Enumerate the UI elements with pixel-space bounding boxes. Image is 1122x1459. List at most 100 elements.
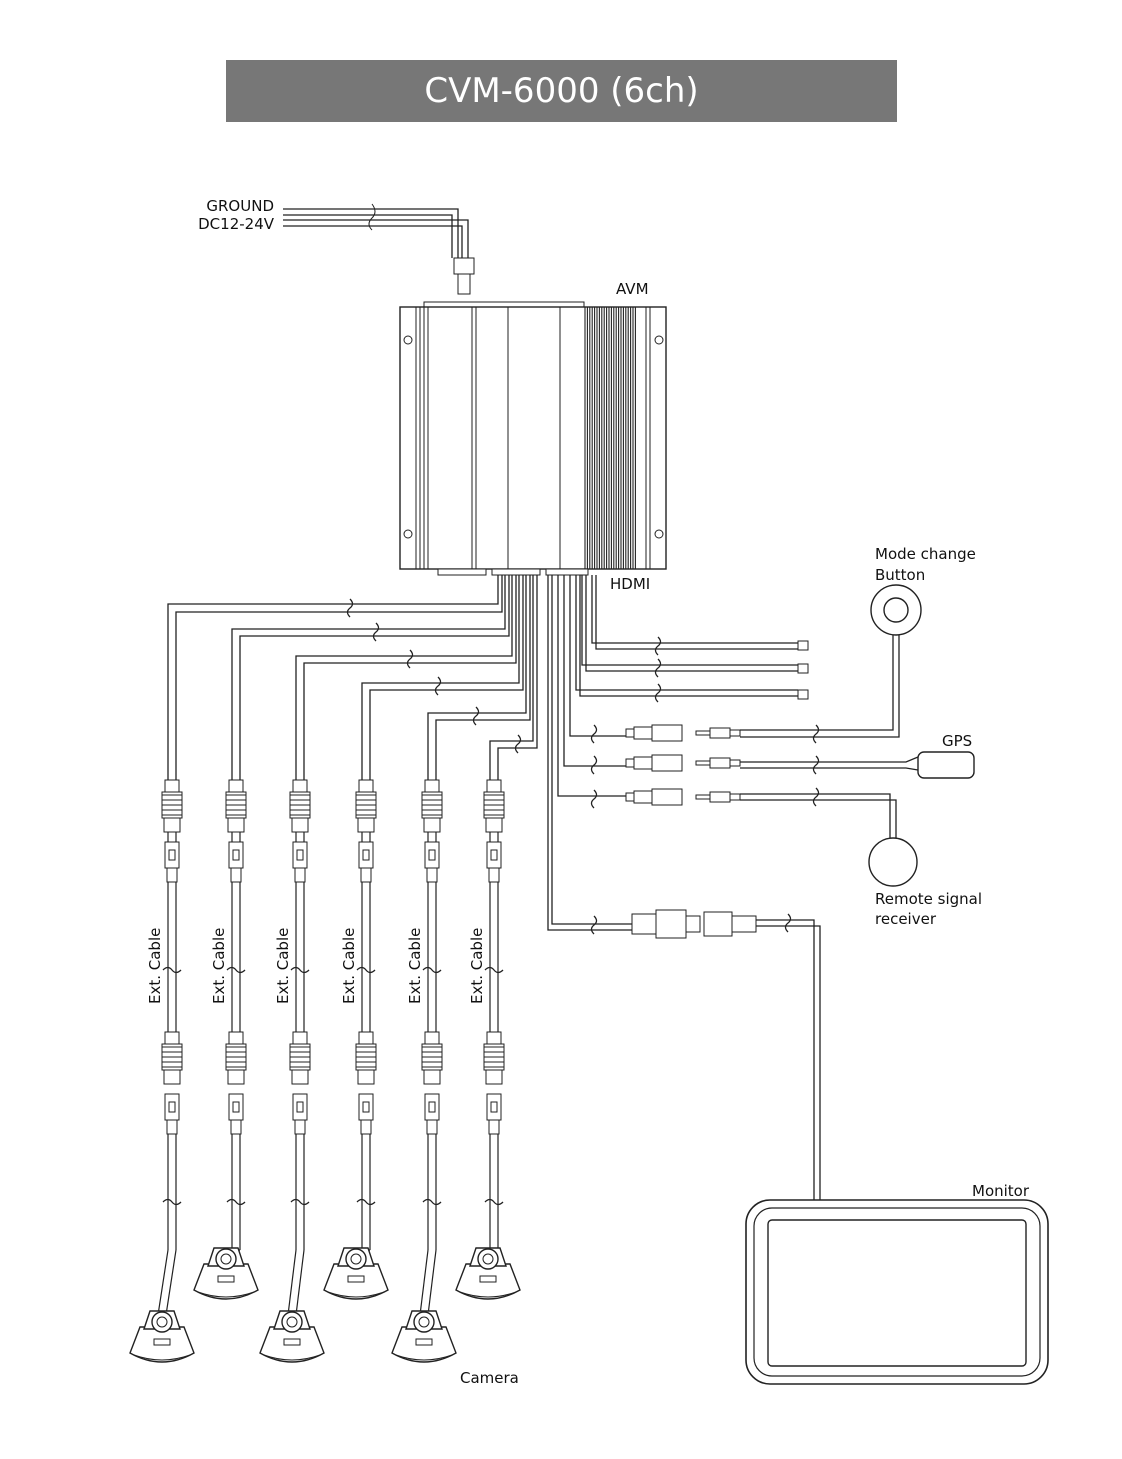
plug-pair — [625, 788, 741, 806]
camera-base — [323, 1263, 389, 1300]
break-mark — [422, 1198, 442, 1206]
connector-nut — [423, 817, 441, 833]
camera-lens-inner — [220, 1253, 232, 1265]
socket-pin — [168, 1101, 176, 1113]
ext-cable-label: Ext. Cable — [468, 928, 486, 1004]
break-mark — [434, 676, 442, 696]
break-mark — [654, 658, 662, 678]
break-mark — [290, 1198, 310, 1206]
break-mark — [406, 649, 414, 669]
remote-receiver — [740, 793, 918, 887]
cameras — [129, 1247, 521, 1363]
mode-change-label-2: Button — [875, 566, 925, 584]
camera — [391, 1249, 457, 1363]
socket-body — [358, 1093, 374, 1121]
camera — [129, 1249, 195, 1363]
camera-cable — [427, 1249, 437, 1316]
camera-lens-inner — [482, 1253, 494, 1265]
connector-collar — [164, 779, 180, 793]
socket-tail — [426, 1119, 438, 1135]
monitor — [745, 1199, 1049, 1385]
camera-cable — [419, 1249, 429, 1316]
dc-label: DC12-24V — [198, 215, 275, 233]
socket-tail — [230, 1119, 242, 1135]
connector-nut — [357, 817, 375, 833]
socket-body — [228, 841, 244, 869]
jack-plug — [709, 727, 731, 739]
ext-cable-label: Ext. Cable — [210, 928, 228, 1004]
camera-cable — [295, 1249, 305, 1316]
connector-collar — [228, 779, 244, 793]
connector-collar — [424, 1031, 440, 1045]
socket-pin — [362, 849, 370, 861]
break-mark — [484, 966, 504, 974]
jack-strain — [729, 729, 741, 737]
camera-base-rim — [395, 1354, 453, 1361]
jack-strain — [729, 759, 741, 767]
socket-body — [164, 841, 180, 869]
break-mark — [356, 966, 376, 974]
plug-pair — [625, 754, 741, 772]
socket-pin — [296, 1101, 304, 1113]
connector-collar — [424, 779, 440, 793]
connector-collar — [228, 1031, 244, 1045]
break-mark — [654, 636, 662, 656]
jack-body — [651, 788, 683, 806]
camera-base-rim — [197, 1291, 255, 1298]
plug-body — [633, 756, 653, 770]
camera-mount-tab — [479, 1275, 497, 1283]
socket-body — [228, 1093, 244, 1121]
connector-nut — [227, 1069, 245, 1085]
socket-tail — [294, 1119, 306, 1135]
break-mark — [162, 1198, 182, 1206]
break-mark — [590, 789, 598, 809]
camera-column — [225, 779, 247, 1250]
jack-strain — [729, 793, 741, 801]
camera — [193, 1247, 259, 1300]
jack-tip — [695, 730, 711, 736]
camera-lens-inner — [156, 1316, 168, 1328]
connector-collar — [358, 779, 374, 793]
page-title: CVM-6000 (6ch) — [424, 71, 699, 111]
jack-plug — [709, 791, 731, 803]
camera-base — [259, 1326, 325, 1363]
socket-tail — [230, 867, 242, 883]
connector-nut — [227, 817, 245, 833]
socket-pin — [428, 849, 436, 861]
connector-nut — [291, 1069, 309, 1085]
camera-mount-tab — [347, 1275, 365, 1283]
camera-mount-tab — [283, 1338, 301, 1346]
break-mark — [226, 1198, 246, 1206]
socket-pin — [428, 1101, 436, 1113]
camera-base-rim — [327, 1291, 385, 1298]
connector-nut — [485, 817, 503, 833]
connector-collar — [164, 1031, 180, 1045]
camera-lens-inner — [286, 1316, 298, 1328]
ground-label: GROUND — [206, 197, 274, 215]
connector-collar — [292, 779, 308, 793]
break-mark — [590, 915, 598, 935]
break-mark — [372, 622, 380, 642]
break-mark — [654, 683, 662, 703]
break-mark — [784, 913, 792, 933]
camera-base — [129, 1326, 195, 1363]
ext-cable-label: Ext. Cable — [274, 928, 292, 1004]
socket-body — [486, 1093, 502, 1121]
connector-collar — [358, 1031, 374, 1045]
camera-base — [193, 1263, 259, 1300]
break-mark — [514, 734, 522, 754]
camera-base-rim — [459, 1291, 517, 1298]
socket-tail — [360, 1119, 372, 1135]
connector-nut — [291, 817, 309, 833]
camera-columns — [161, 779, 505, 1250]
camera-base-rim — [133, 1354, 191, 1361]
socket-tail — [166, 867, 178, 883]
monitor-cable — [631, 909, 821, 1200]
socket-body — [292, 841, 308, 869]
jack-tip — [695, 760, 711, 766]
camera-cable-routes — [167, 575, 538, 780]
ext-cable-label: Ext. Cable — [406, 928, 424, 1004]
plug-ring — [625, 792, 635, 802]
camera — [259, 1249, 325, 1363]
connector-nut — [485, 1069, 503, 1085]
